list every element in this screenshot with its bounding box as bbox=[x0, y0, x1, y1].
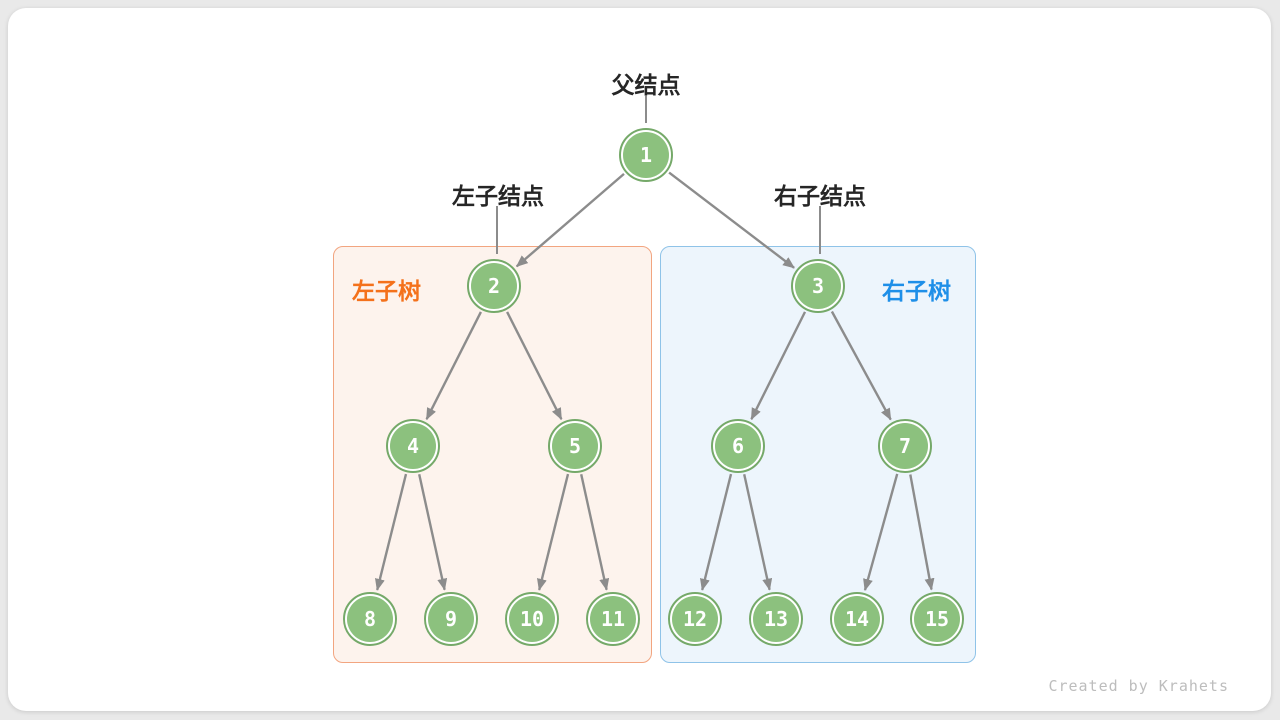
right-subtree-label: 右子树 bbox=[882, 278, 951, 304]
parent-node-label: 父结点 bbox=[611, 72, 681, 98]
credit-text: Created by Krahets bbox=[1048, 677, 1229, 695]
tree-node-1: 1 bbox=[619, 128, 673, 182]
left-subtree-region bbox=[333, 246, 652, 663]
right-child-node-label: 右子结点 bbox=[774, 183, 866, 209]
left-child-node-label: 左子结点 bbox=[452, 183, 544, 209]
tree-node-value: 1 bbox=[623, 132, 669, 178]
left-subtree-label: 左子树 bbox=[352, 278, 421, 304]
right-subtree-region bbox=[660, 246, 976, 663]
